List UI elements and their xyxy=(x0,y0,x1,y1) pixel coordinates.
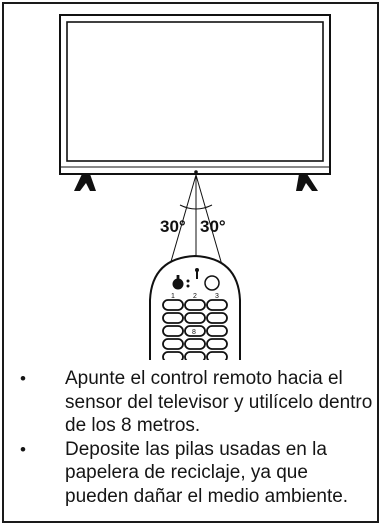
angle-label-left: 30° xyxy=(160,217,186,236)
tv-stand-right xyxy=(296,174,318,191)
instruction-item: • Deposite las pilas usadas en la papele… xyxy=(20,438,375,509)
instruction-item: • Apunte el control remoto hacia el sens… xyxy=(20,367,375,438)
instruction-text: Deposite las pilas usadas en la papelera… xyxy=(65,438,349,507)
instruction-text: Apunte el control remoto hacia el sensor… xyxy=(65,368,373,436)
remote-control-illustration: 1 2 3 8 xyxy=(149,254,241,360)
tv-stand-left xyxy=(74,174,96,191)
angle-arc xyxy=(179,204,213,210)
keypad-row-1 xyxy=(162,299,228,311)
key-number-3: 3 xyxy=(215,293,219,300)
page-border xyxy=(2,2,379,523)
tv-screen xyxy=(66,21,324,162)
keypad-row-4 xyxy=(162,338,228,350)
round-button xyxy=(204,275,220,291)
power-icon xyxy=(172,275,184,290)
keypad-row-5 xyxy=(162,351,228,360)
instruction-list: • Apunte el control remoto hacia el sens… xyxy=(20,367,375,508)
settings-icon xyxy=(195,268,199,279)
angle-label-right: 30° xyxy=(200,217,226,236)
bullet-marker: • xyxy=(20,439,26,459)
angle-line-left xyxy=(169,174,197,266)
bullet-marker: • xyxy=(20,369,26,388)
angle-lines xyxy=(169,174,223,266)
remote-angle-diagram: 30° 30° 1 2 3 xyxy=(59,14,331,360)
input-icon xyxy=(186,279,190,288)
key-number-2: 2 xyxy=(193,293,197,300)
key-label-8: 8 xyxy=(192,329,196,336)
television-illustration xyxy=(59,14,331,191)
key-number-1: 1 xyxy=(171,293,175,300)
keypad-row-2 xyxy=(162,312,228,324)
tv-ir-sensor xyxy=(194,170,198,174)
keypad-row-3 xyxy=(162,325,228,337)
angle-line-right xyxy=(195,174,223,266)
